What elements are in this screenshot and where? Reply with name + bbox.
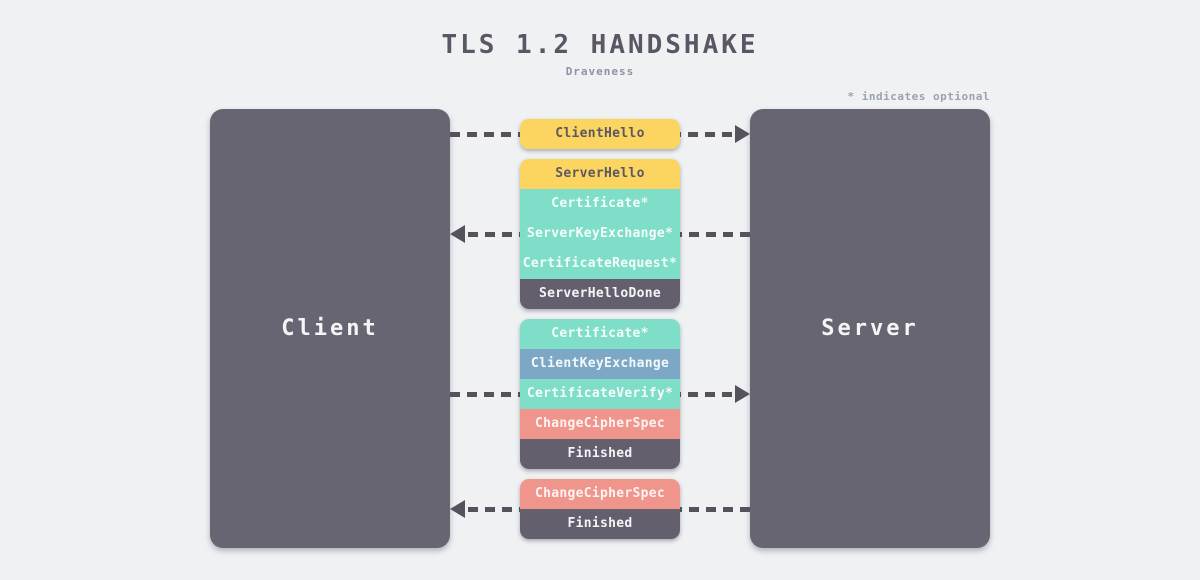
page-subtitle: Draveness bbox=[565, 65, 635, 78]
arrowhead-icon bbox=[450, 225, 465, 243]
arrowhead-icon bbox=[735, 385, 750, 403]
message-clientkeyexchange: ClientKeyExchange bbox=[520, 349, 680, 379]
client-box: Client bbox=[210, 109, 450, 548]
message-clienthello: ClientHello bbox=[520, 119, 680, 149]
client-label: Client bbox=[281, 316, 379, 341]
server-label: Server bbox=[821, 316, 919, 341]
arrowhead-icon bbox=[735, 125, 750, 143]
message-finished: Finished bbox=[520, 509, 680, 539]
message-changecipherspec: ChangeCipherSpec bbox=[520, 479, 680, 509]
server-box: Server bbox=[750, 109, 990, 548]
message-certificate: Certificate* bbox=[520, 189, 680, 219]
arrowhead-icon bbox=[450, 500, 465, 518]
message-certificate: Certificate* bbox=[520, 319, 680, 349]
message-group-1: ClientHello bbox=[520, 119, 680, 149]
message-certificateverify: CertificateVerify* bbox=[520, 379, 680, 409]
message-certificaterequest: CertificateRequest* bbox=[520, 249, 680, 279]
message-serverkeyexchange: ServerKeyExchange* bbox=[520, 219, 680, 249]
message-changecipherspec: ChangeCipherSpec bbox=[520, 409, 680, 439]
message-finished: Finished bbox=[520, 439, 680, 469]
optional-note: * indicates optional bbox=[847, 90, 990, 103]
page-title: TLS 1.2 HANDSHAKE bbox=[441, 30, 759, 60]
message-serverhellodone: ServerHelloDone bbox=[520, 279, 680, 309]
message-serverhello: ServerHello bbox=[520, 159, 680, 189]
